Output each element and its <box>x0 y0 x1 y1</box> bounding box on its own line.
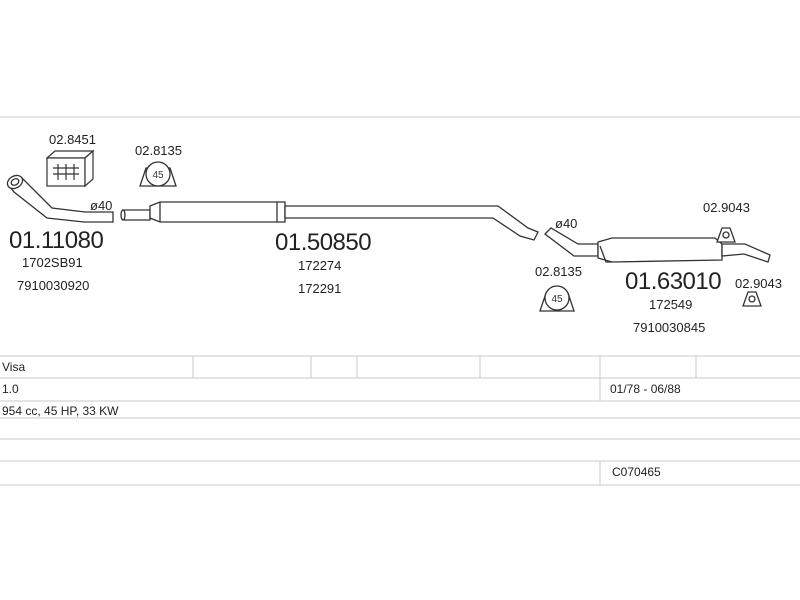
rear-silencer-ref1: 172549 <box>649 297 693 312</box>
clamp-size-label: 45 <box>551 294 563 305</box>
catalog-number: C070465 <box>612 465 661 479</box>
hanger1-part-code: 02.9043 <box>703 200 750 215</box>
hanger-icon <box>716 227 736 243</box>
front-pipe-ref1: 1702SB91 <box>22 255 83 270</box>
front-pipe-ref2: 7910030920 <box>17 278 90 293</box>
front-pipe-diameter: ø40 <box>90 198 113 213</box>
vehicle-model: Visa <box>2 360 26 374</box>
clamp2-part-code: 02.8135 <box>535 264 582 279</box>
box-part-code: 02.8451 <box>49 132 96 147</box>
mounting-kit-box-icon <box>45 149 95 188</box>
clamp1-part-code: 02.8135 <box>135 143 182 158</box>
middle-silencer-icon <box>120 201 539 241</box>
rear-pipe-diameter: ø40 <box>555 216 578 231</box>
hanger-icon <box>742 291 762 307</box>
hanger2-part-code: 02.9043 <box>735 276 782 291</box>
front-pipe-icon <box>6 174 114 223</box>
production-period: 01/78 - 06/88 <box>610 382 681 396</box>
engine-spec: 954 cc, 45 HP, 33 KW <box>2 404 119 418</box>
middle-silencer-ref2: 172291 <box>298 281 342 296</box>
middle-silencer-code: 01.50850 <box>275 229 372 256</box>
clamp-icon: 45 <box>539 285 575 312</box>
engine-size: 1.0 <box>2 382 19 396</box>
clamp-icon: 45 <box>139 161 177 187</box>
front-pipe-code: 01.11080 <box>9 227 104 254</box>
rear-silencer-ref2: 7910030845 <box>633 320 706 335</box>
rear-silencer-icon <box>544 227 771 263</box>
clamp-size-label: 45 <box>152 170 164 181</box>
middle-silencer-ref1: 172274 <box>298 258 342 273</box>
rear-silencer-code: 01.63010 <box>625 268 722 295</box>
